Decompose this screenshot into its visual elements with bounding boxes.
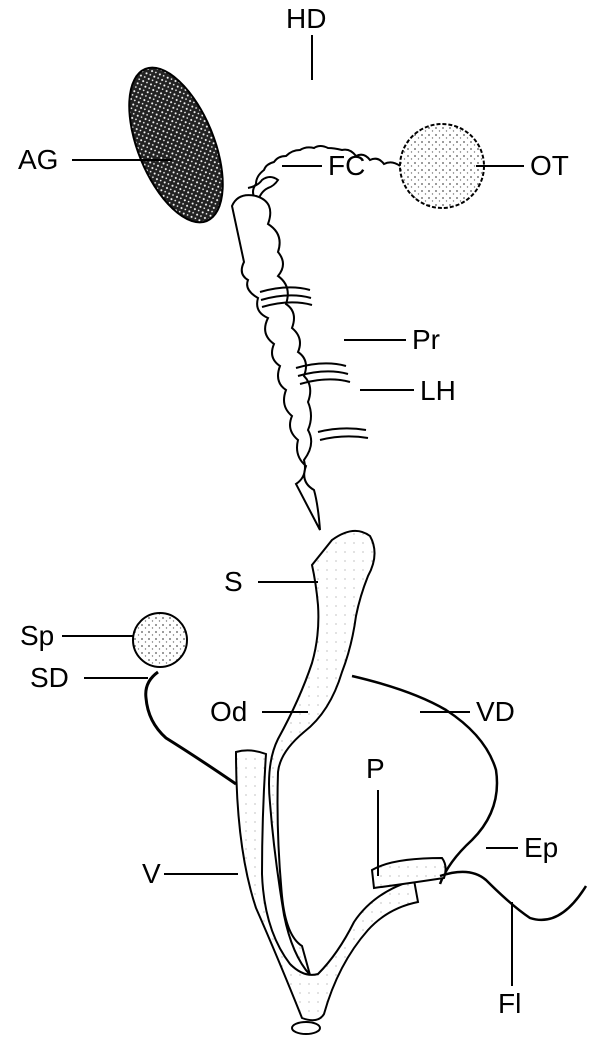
albumen-gland [110, 55, 242, 236]
label-v: V [142, 860, 161, 888]
label-p: P [366, 755, 385, 783]
label-ot: OT [530, 152, 569, 180]
label-s: S [224, 568, 243, 596]
label-ep: Ep [524, 834, 558, 862]
label-fc: FC [328, 152, 365, 180]
ovotestis [400, 124, 484, 208]
label-ag: AG [18, 146, 58, 174]
spermatheca-duct [146, 672, 236, 784]
label-fl: Fl [498, 990, 521, 1018]
label-od: Od [210, 698, 247, 726]
label-vd: VD [476, 698, 515, 726]
hermaphrodite-duct [253, 146, 400, 214]
penis [372, 858, 446, 888]
spermatheca [133, 613, 187, 667]
label-sp: Sp [20, 622, 54, 650]
label-pr: Pr [412, 326, 440, 354]
label-hd: HD [286, 5, 326, 33]
label-sd: SD [30, 664, 69, 692]
spermoviduct-upper [232, 195, 320, 530]
label-lh: LH [420, 377, 456, 405]
genital-pore [292, 1022, 320, 1034]
oviduct [269, 531, 375, 975]
